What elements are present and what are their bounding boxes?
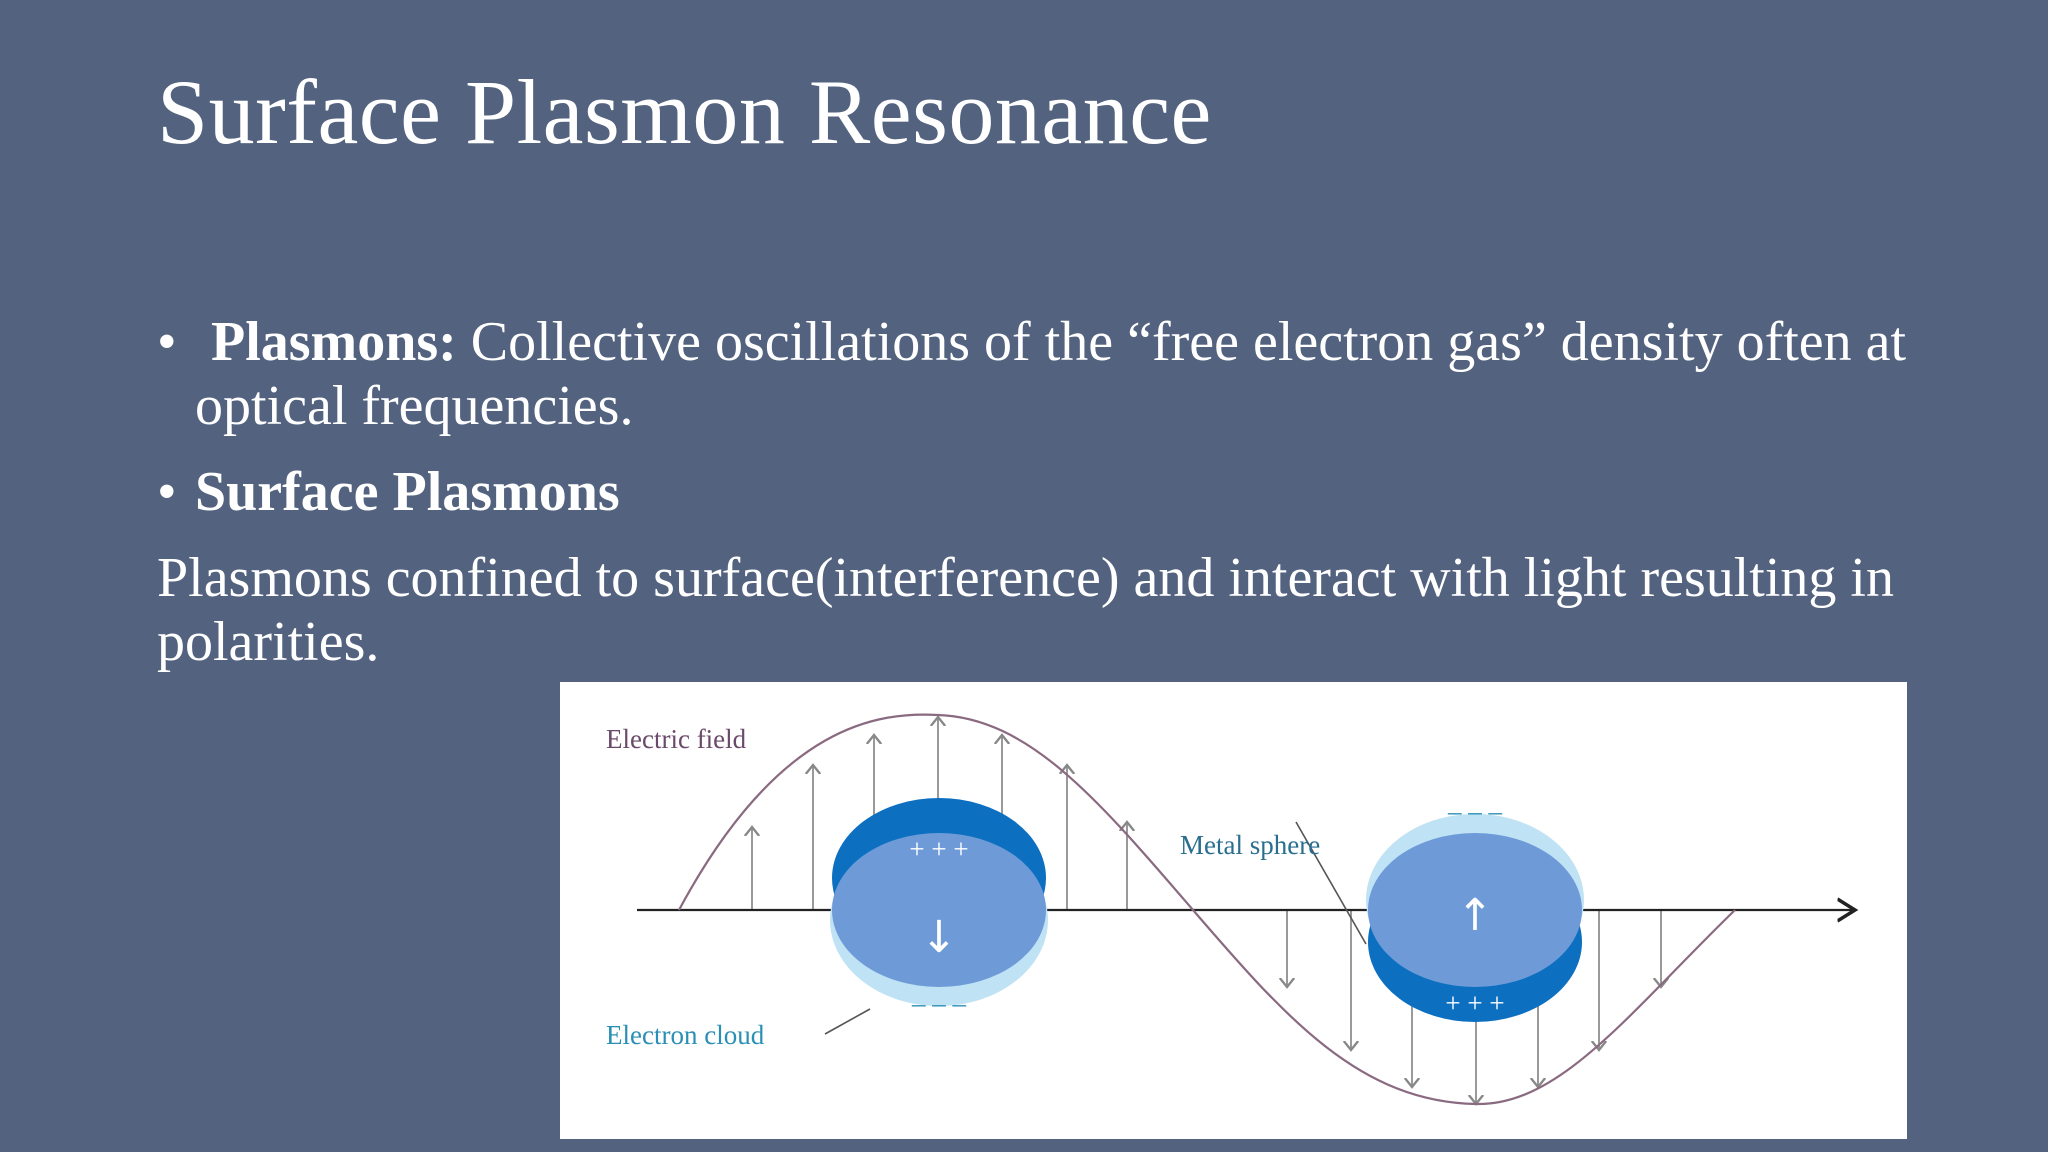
plasmon-diagram: + + + – – – ↓ – – – + + + ↑ Electric fie…	[606, 713, 1907, 1139]
bullet-list: • Plasmons: Collective oscillations of t…	[157, 310, 1957, 674]
down-arrow-icon: ↓	[921, 912, 958, 963]
left-top-charge: + + +	[909, 834, 968, 864]
plasmon-figure: + + + – – – ↓ – – – + + + ↑ Electric fie…	[560, 682, 1907, 1139]
bullet-dot: •	[157, 461, 177, 523]
body-paragraph: Plasmons confined to surface(interferenc…	[157, 547, 1894, 673]
bullet-text: Collective oscillations of the “free ele…	[195, 311, 1907, 437]
left-sphere	[830, 798, 1048, 1006]
bullet-dot: •	[157, 311, 177, 373]
bullet-term: Surface Plasmons	[195, 461, 620, 523]
right-bottom-charge: + + +	[1445, 988, 1504, 1018]
up-arrow-icon: ↑	[1457, 890, 1494, 941]
electric-field-wave	[678, 713, 1736, 1106]
metal-sphere-label: Metal sphere	[1180, 830, 1320, 860]
bullet-plasmons: • Plasmons: Collective oscillations of t…	[157, 310, 1957, 438]
bullet-surface-plasmons: • Surface Plasmons	[157, 460, 1957, 524]
metal-sphere-leader	[1295, 821, 1367, 945]
right-sphere	[1366, 814, 1584, 1022]
electric-field-label: Electric field	[606, 724, 747, 754]
bullet-term: Plasmons:	[211, 311, 457, 373]
right-top-charge: – – –	[1447, 796, 1503, 826]
slide-title: Surface Plasmon Resonance	[157, 61, 1212, 163]
electron-cloud-label: Electron cloud	[606, 1020, 765, 1050]
left-bottom-charge: – – –	[911, 988, 967, 1018]
electron-cloud-leader	[824, 1008, 871, 1035]
